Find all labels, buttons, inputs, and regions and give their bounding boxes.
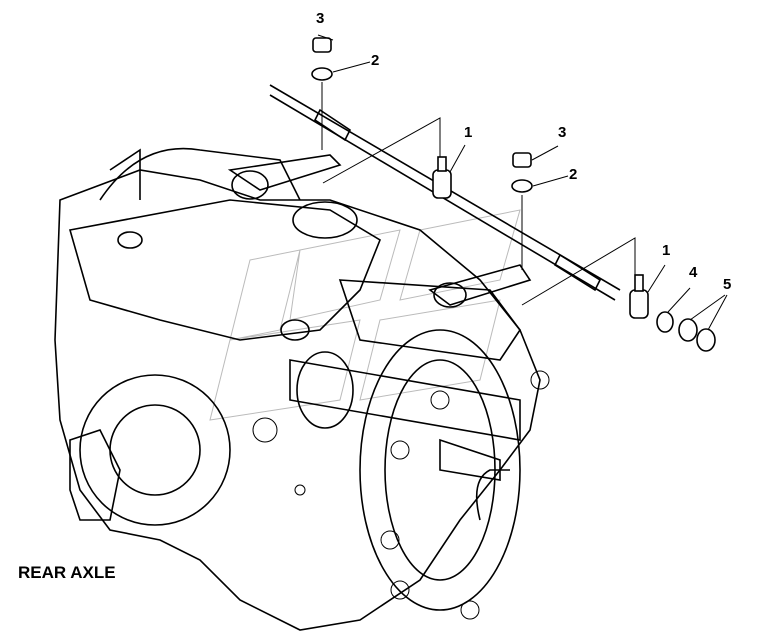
leader-lines [317,34,728,331]
axle-housing [54,147,550,631]
callout-2-upper: 2 [371,52,380,69]
callout-5: 5 [723,276,732,293]
callout-3-upper: 3 [316,10,325,27]
hardware-set-upper [311,37,452,199]
watermark-logo [209,209,521,421]
diagram-title: REAR AXLE [18,563,116,582]
callout-4: 4 [689,264,698,281]
hardware-set-lower [511,152,716,352]
callout-1-lower: 1 [662,242,671,259]
callout-1-upper: 1 [464,124,473,141]
callout-2-lower: 2 [569,166,578,183]
callout-3-lower: 3 [558,124,567,141]
